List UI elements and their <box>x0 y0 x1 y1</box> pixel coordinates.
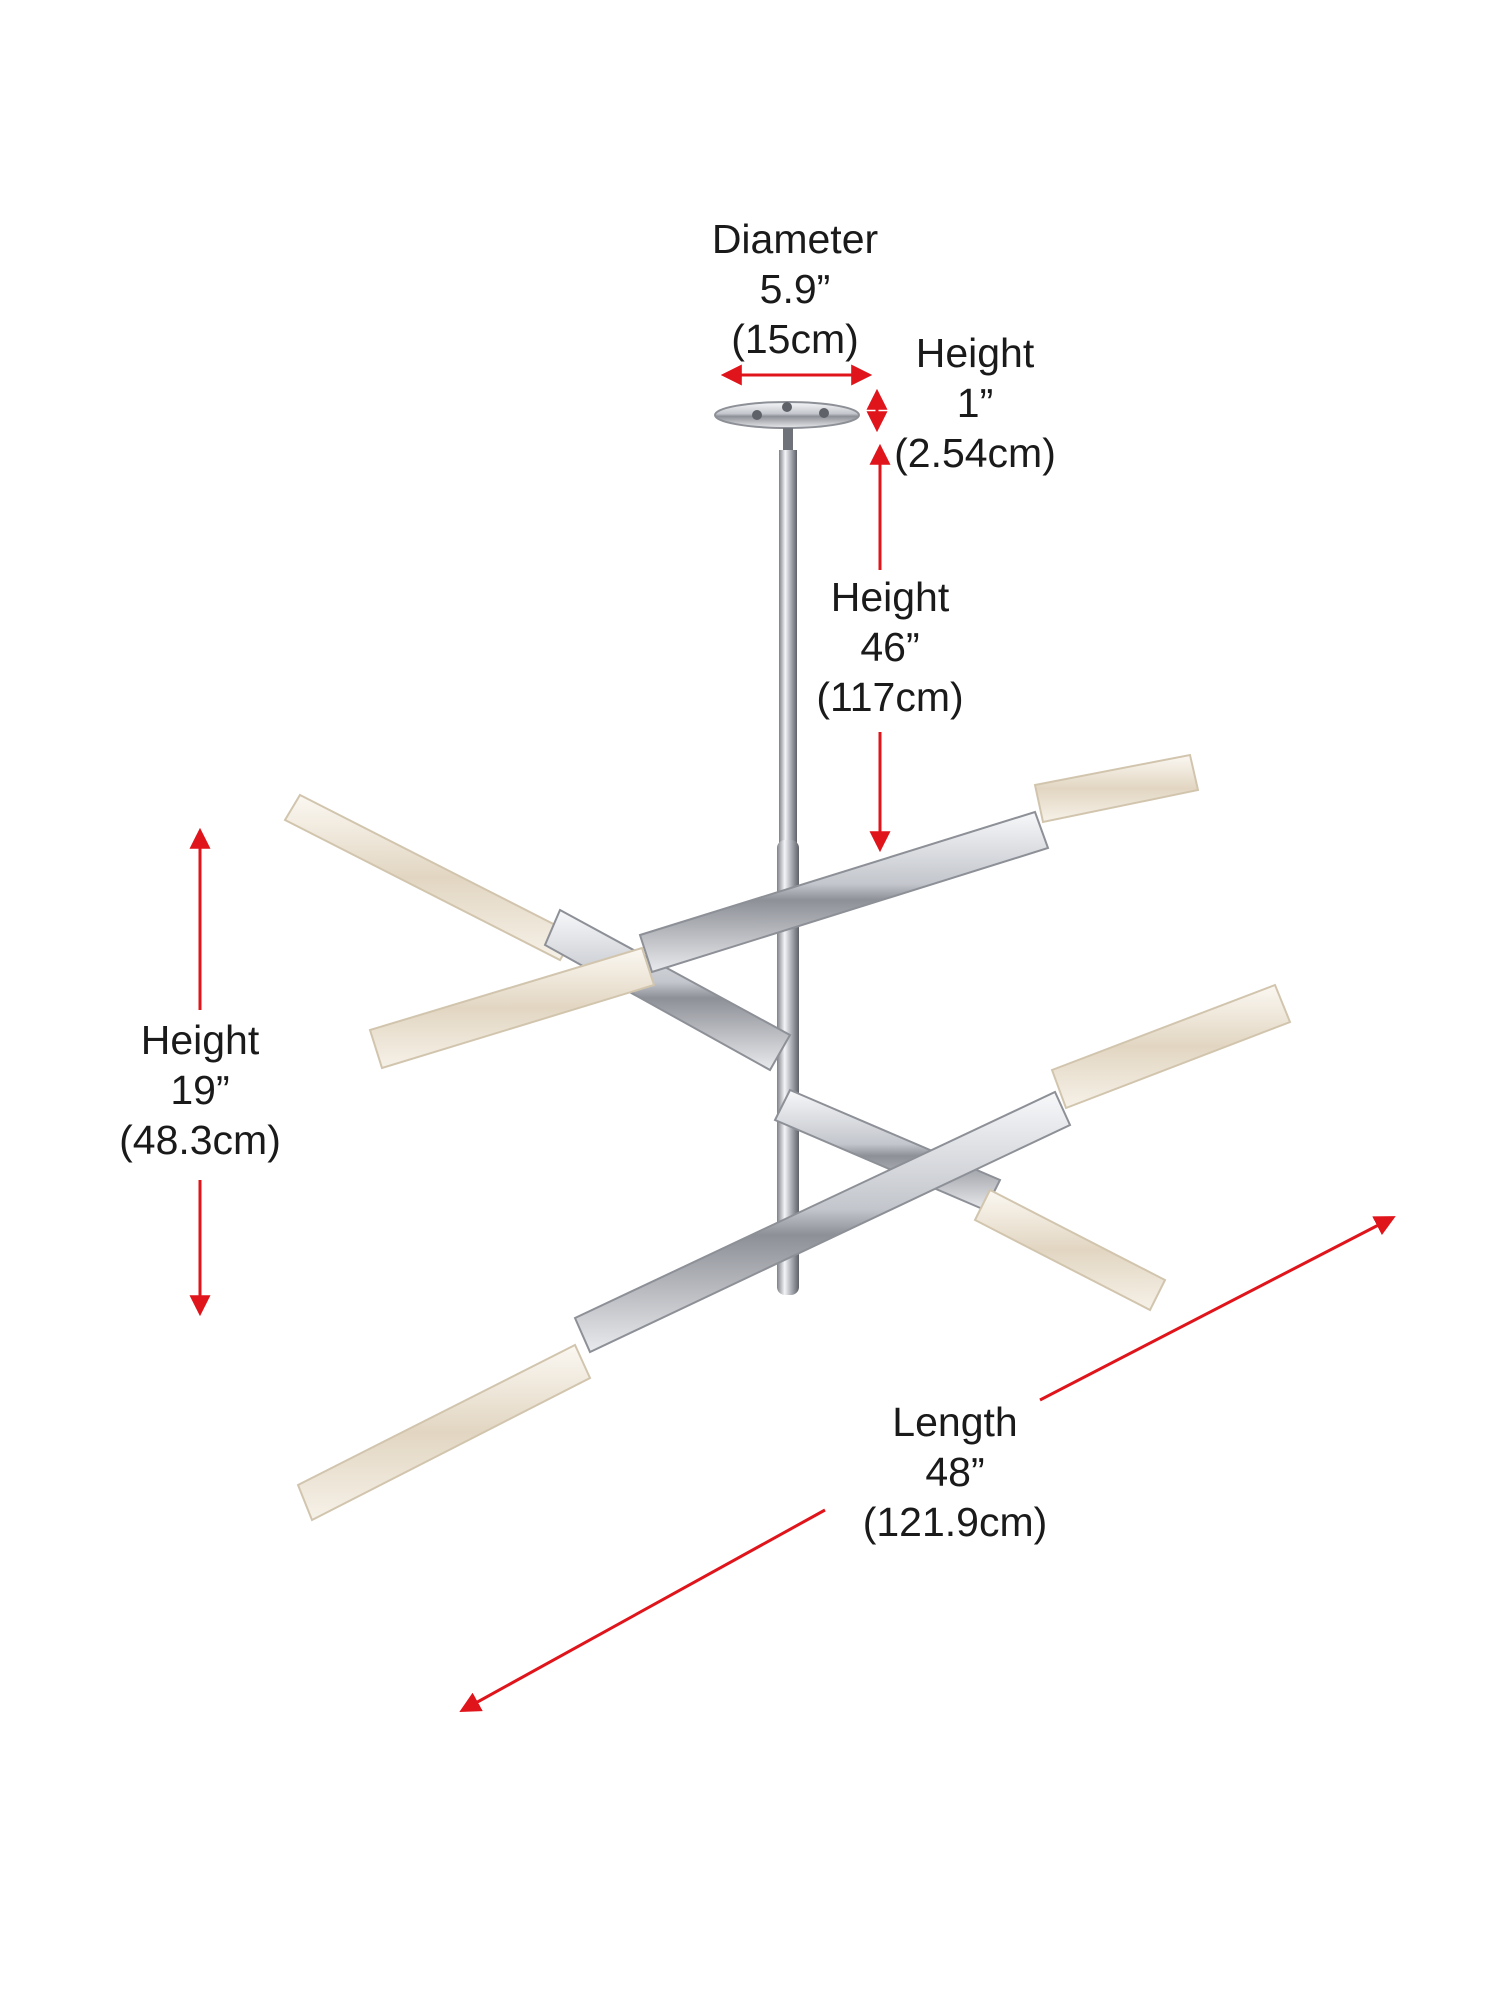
diameter-label: Diameter 5.9” (15cm) <box>700 214 890 364</box>
canopy-height-title: Height <box>915 330 1035 376</box>
rod-height-metric: (117cm) <box>816 674 964 720</box>
upper-arm-left <box>283 793 792 1072</box>
length-arrow-lower <box>459 1508 826 1713</box>
fixture-height-metric: (48.3cm) <box>119 1117 281 1163</box>
fixture-height-imperial: 19” <box>170 1067 230 1113</box>
rod-height-label: Height 46” (117cm) <box>795 572 985 722</box>
length-metric: (121.9cm) <box>862 1499 1048 1545</box>
fixture-height-label: Height 19” (48.3cm) <box>105 1015 295 1165</box>
length-label: Length 48” (121.9cm) <box>845 1397 1065 1547</box>
rod-height-imperial: 46” <box>860 624 920 670</box>
length-arrow-upper <box>1039 1216 1396 1402</box>
length-title: Length <box>892 1399 1018 1445</box>
canopy-height-metric: (2.54cm) <box>894 430 1056 476</box>
diameter-title: Diameter <box>711 216 879 262</box>
canopy-height-label: Height 1” (2.54cm) <box>880 328 1070 478</box>
canopy-height-imperial: 1” <box>956 380 994 426</box>
diameter-metric: (15cm) <box>731 316 859 362</box>
fixture-height-title: Height <box>140 1017 260 1063</box>
upper-arm-right <box>368 753 1200 1070</box>
rod-height-title: Height <box>830 574 950 620</box>
canopy <box>714 401 860 429</box>
downrod <box>777 428 799 1295</box>
length-imperial: 48” <box>925 1449 985 1495</box>
lower-arm-left <box>296 983 1292 1522</box>
diameter-imperial: 5.9” <box>759 266 831 312</box>
